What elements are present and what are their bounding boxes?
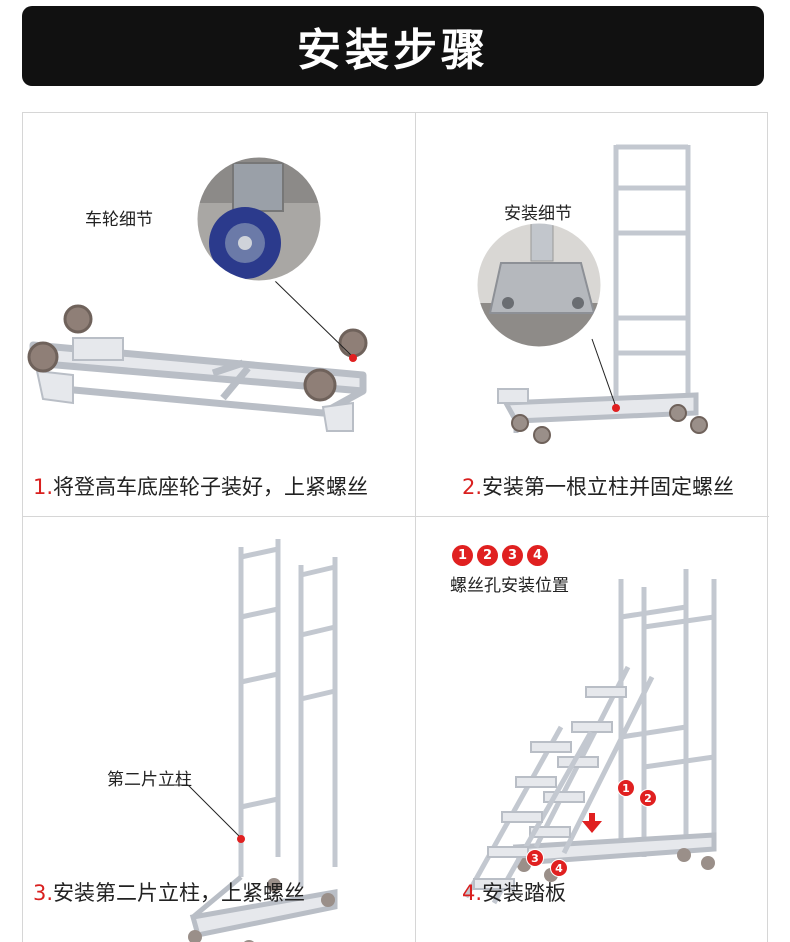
step-1-callout: 车轮细节	[85, 210, 153, 230]
step-1-caption: 1.将登高车底座轮子装好，上紧螺丝	[33, 471, 368, 501]
hole-marker-2: 2	[639, 789, 657, 807]
page-title: 安装步骤	[297, 25, 489, 76]
step-2-cell: 安装细节 2.安装第一根立柱并固定螺丝	[416, 113, 788, 516]
step-2-illustration	[474, 144, 708, 444]
steps-grid: 车轮细节 1.将登高车底座轮子装好，上紧螺丝	[22, 112, 769, 942]
step-3-number: 3.	[33, 881, 54, 905]
hole-marker: 2	[477, 545, 498, 566]
step-1-illustration	[27, 154, 368, 432]
title-banner: 安装步骤	[22, 6, 764, 86]
step-1-number: 1.	[33, 475, 54, 499]
step-3-text: 安装第二片立柱，上紧螺丝	[53, 881, 306, 905]
step-2-text: 安装第一根立柱并固定螺丝	[482, 475, 735, 499]
step-4-caption: 4.安装踏板	[462, 877, 566, 907]
step-4-number: 4.	[462, 881, 483, 905]
hole-marker-1: 1	[617, 779, 635, 797]
step-3-caption: 3.安装第二片立柱，上紧螺丝	[33, 877, 305, 907]
step-2-caption: 2.安装第一根立柱并固定螺丝	[462, 471, 734, 501]
step-4-callout: 螺丝孔安装位置	[450, 576, 569, 596]
hole-number-row: 1 2 3 4	[452, 545, 548, 566]
step-3-callout: 第二片立柱	[107, 770, 192, 790]
step-2-number: 2.	[462, 475, 483, 499]
hole-marker: 1	[452, 545, 473, 566]
step-4-cell: 1 2 3 4 螺丝孔安装位置 1 2 3 4 4.安装踏板	[416, 517, 788, 920]
mount-detail-zoom	[476, 222, 602, 348]
step-1-cell: 车轮细节 1.将登高车底座轮子装好，上紧螺丝	[23, 113, 395, 516]
step-3-illustration	[161, 539, 338, 942]
step-3-cell: 第二片立柱 3.安装第二片立柱，上紧螺丝	[23, 517, 395, 942]
step-2-callout: 安装细节	[504, 204, 572, 224]
step-4-illustration	[463, 569, 717, 905]
hole-marker: 4	[527, 545, 548, 566]
step-1-text: 将登高车底座轮子装好，上紧螺丝	[53, 475, 369, 499]
hole-marker-3: 3	[526, 849, 544, 867]
grid-divider-vertical	[415, 113, 416, 942]
grid-divider-horizontal	[23, 516, 769, 517]
hole-marker: 3	[502, 545, 523, 566]
arrow-down-icon	[582, 813, 602, 833]
step-4-text: 安装踏板	[482, 881, 567, 905]
hole-marker-4: 4	[550, 859, 568, 877]
